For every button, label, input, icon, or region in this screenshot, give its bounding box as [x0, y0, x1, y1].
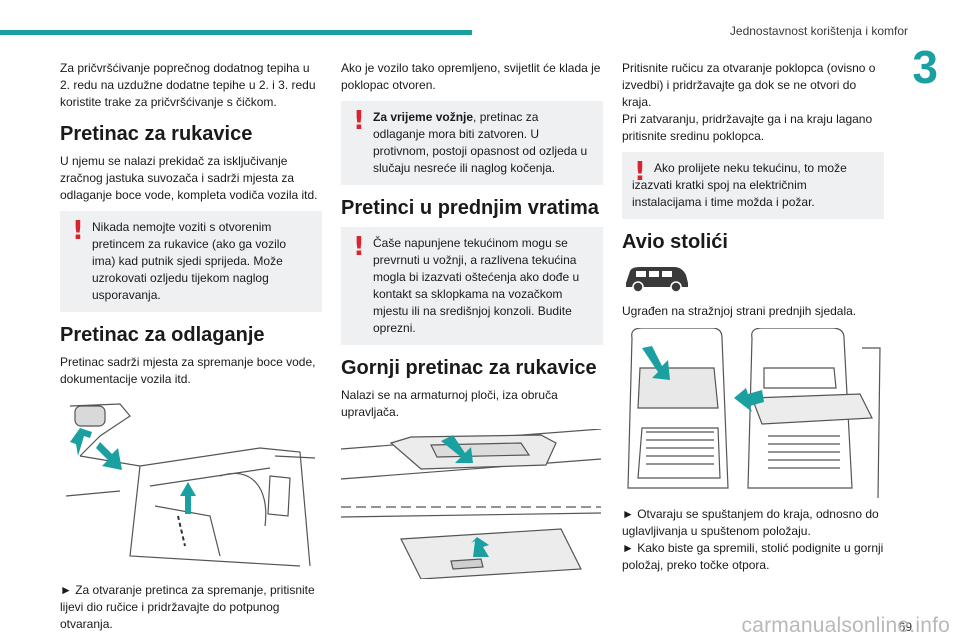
watermark: carmanualsonline.info [741, 614, 950, 637]
column-3: Pritisnite ručicu za otvaranje poklopca … [622, 60, 884, 581]
header-accent-bar [0, 30, 472, 35]
tables-paragraph: Ugrađen na stražnjoj strani prednjih sje… [622, 304, 857, 318]
warning-text: , pretinac za odlaganje mora biti zatvor… [373, 110, 588, 175]
heading-storage: Pretinac za odlaganje [60, 324, 265, 346]
press-paragraph-2: Pri zatvaranju, pridržavajte ga i na kra… [622, 112, 873, 143]
page-number: 69 [898, 620, 912, 634]
heading-door-pockets: Pretinci u prednjim vratima [341, 197, 599, 219]
warning-text: Nikada nemojte voziti s otvorenim pretin… [92, 220, 287, 302]
warning-text: Ako prolijete neku tekućinu, to može iza… [632, 161, 847, 209]
heading-glovebox: Pretinac za rukavice [60, 123, 253, 145]
intro-paragraph: Za pričvršćivanje poprečnog dodatnog tep… [60, 61, 316, 109]
heading-tables: Avio stolići [622, 231, 728, 253]
warning-bold: Za vrijeme vožnje [373, 110, 474, 124]
warning-exclamation-icon: ! [72, 216, 84, 246]
warning-exclamation-icon: ! [634, 157, 646, 187]
van-icon [626, 267, 688, 293]
column-2: Ako je vozilo tako opremljeno, svijetlit… [341, 60, 603, 587]
column-1: Za pričvršćivanje poprečnog dodatnog tep… [60, 60, 322, 640]
storage-open-instruction: ► Za otvaranje pretinca za spremanje, pr… [60, 583, 315, 631]
press-paragraph-1: Pritisnite ručicu za otvaranje poklopca … [622, 61, 876, 109]
light-paragraph: Ako je vozilo tako opremljeno, svijetlit… [341, 61, 601, 92]
storage-paragraph: Pretinac sadrži mjesta za spremanje boce… [60, 355, 316, 386]
warning-box: ! Ako prolijete neku tekućinu, to može i… [622, 152, 884, 219]
section-title: Jednostavnost korištenja i komfor [729, 24, 908, 38]
warning-exclamation-icon: ! [353, 232, 365, 262]
tables-step-1: ► Otvaraju se spuštanjem do kraja, odnos… [622, 507, 879, 538]
warning-box: ! Čaše napunjene tekućinom mogu se prevr… [341, 227, 603, 345]
seat-tray-illustration [627, 328, 881, 498]
chapter-number: 3 [912, 41, 938, 93]
glovebox-paragraph: U njemu se nalazi prekidač za isključiva… [60, 154, 318, 202]
upper-glovebox-illustration [341, 429, 602, 579]
storage-compartment-illustration [65, 403, 316, 567]
tables-step-2: ► Kako biste ga spremili, stolić podigni… [622, 541, 884, 572]
warning-box: ! Za vrijeme vožnje, pretinac za odlagan… [341, 101, 603, 185]
upper-glovebox-paragraph: Nalazi se na armaturnoj ploči, iza obruč… [341, 388, 558, 419]
heading-upper-glovebox: Gornji pretinac za rukavice [341, 357, 597, 379]
warning-box: ! Nikada nemojte voziti s otvorenim pret… [60, 211, 322, 312]
warning-exclamation-icon: ! [353, 106, 365, 136]
warning-text: Čaše napunjene tekućinom mogu se prevrnu… [373, 236, 580, 335]
